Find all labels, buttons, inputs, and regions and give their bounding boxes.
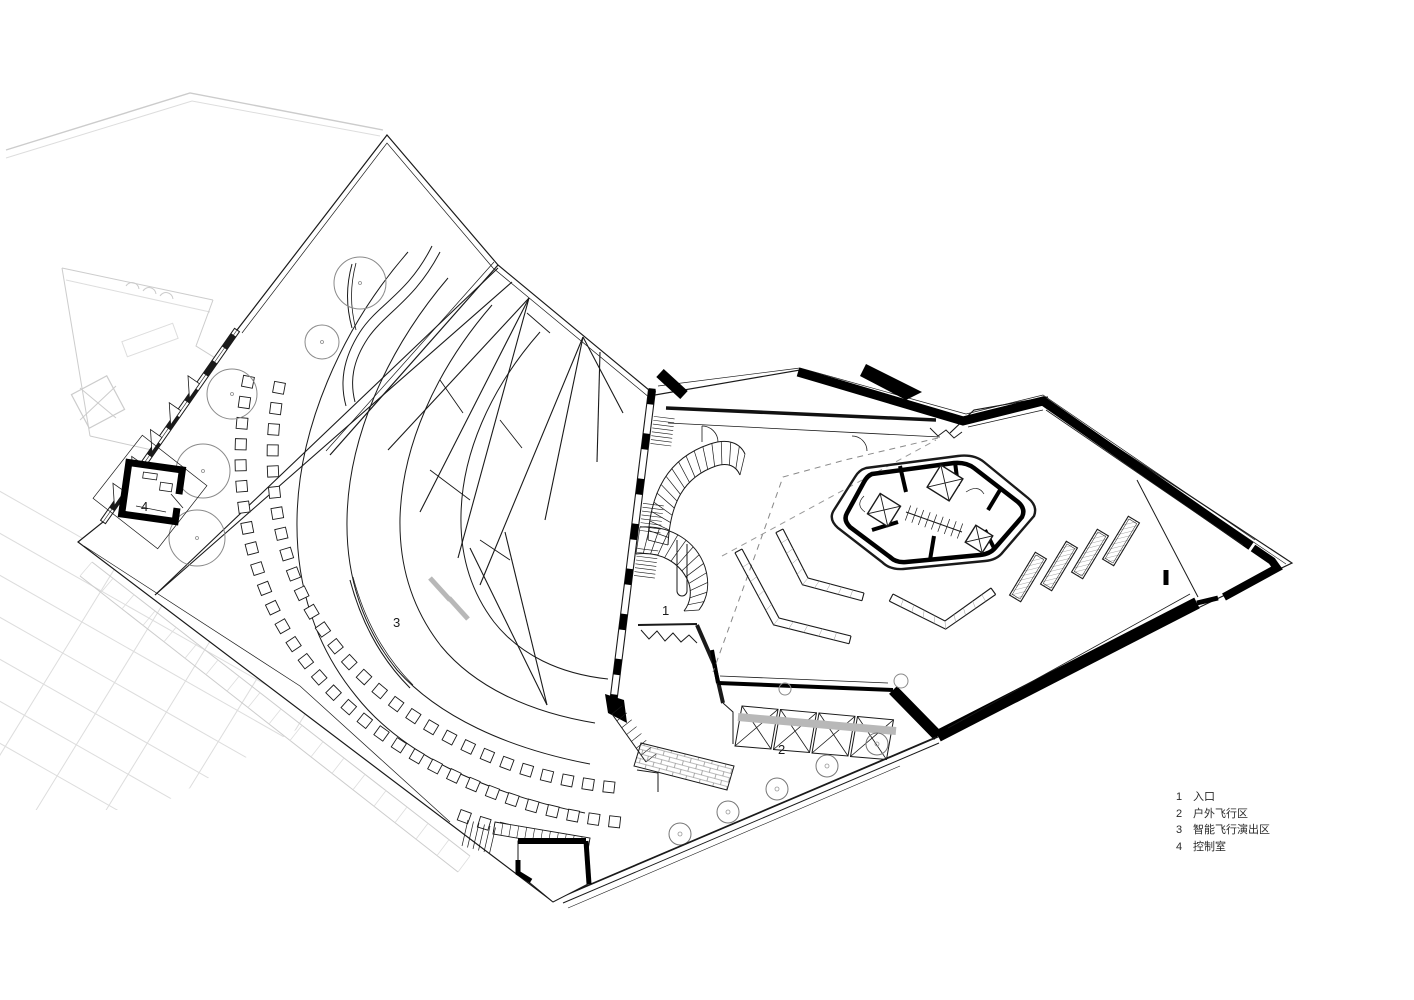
legend-item-control-room: 4 控制室 xyxy=(1176,839,1270,856)
legend: 1 入口 2 户外飞行区 3 智能飞行演出区 4 控制室 xyxy=(1176,789,1270,855)
legend-label: 智能飞行演出区 xyxy=(1193,824,1270,836)
legend-number: 4 xyxy=(1176,840,1183,853)
legend-label: 控制室 xyxy=(1193,840,1226,853)
exhibition-hall xyxy=(656,364,1283,742)
legend-item-outdoor-flight: 2 户外飞行区 xyxy=(1176,806,1270,823)
legend-number: 3 xyxy=(1176,824,1183,836)
elevator-core xyxy=(830,454,1037,571)
site-outline xyxy=(77,134,1294,902)
legend-item-entrance: 1 入口 xyxy=(1176,789,1270,806)
control-room xyxy=(92,434,208,550)
benches xyxy=(734,515,1141,645)
grand-stair xyxy=(635,440,746,612)
canopy-wedges xyxy=(154,267,624,706)
legend-number: 2 xyxy=(1176,807,1183,820)
area-label-performance: 3 xyxy=(393,615,401,630)
legend-number: 1 xyxy=(1176,791,1183,803)
legend-item-performance: 3 智能飞行演出区 xyxy=(1176,822,1270,839)
legend-label: 户外飞行区 xyxy=(1193,807,1248,820)
area-label-control-room: 4 xyxy=(141,499,149,514)
pentagon-room xyxy=(461,819,592,903)
legend-label: 入口 xyxy=(1193,791,1215,803)
outdoor-area xyxy=(559,673,940,909)
area-label-entrance: 1 xyxy=(662,603,670,618)
area-label-outdoor-flight: 2 xyxy=(778,742,786,757)
